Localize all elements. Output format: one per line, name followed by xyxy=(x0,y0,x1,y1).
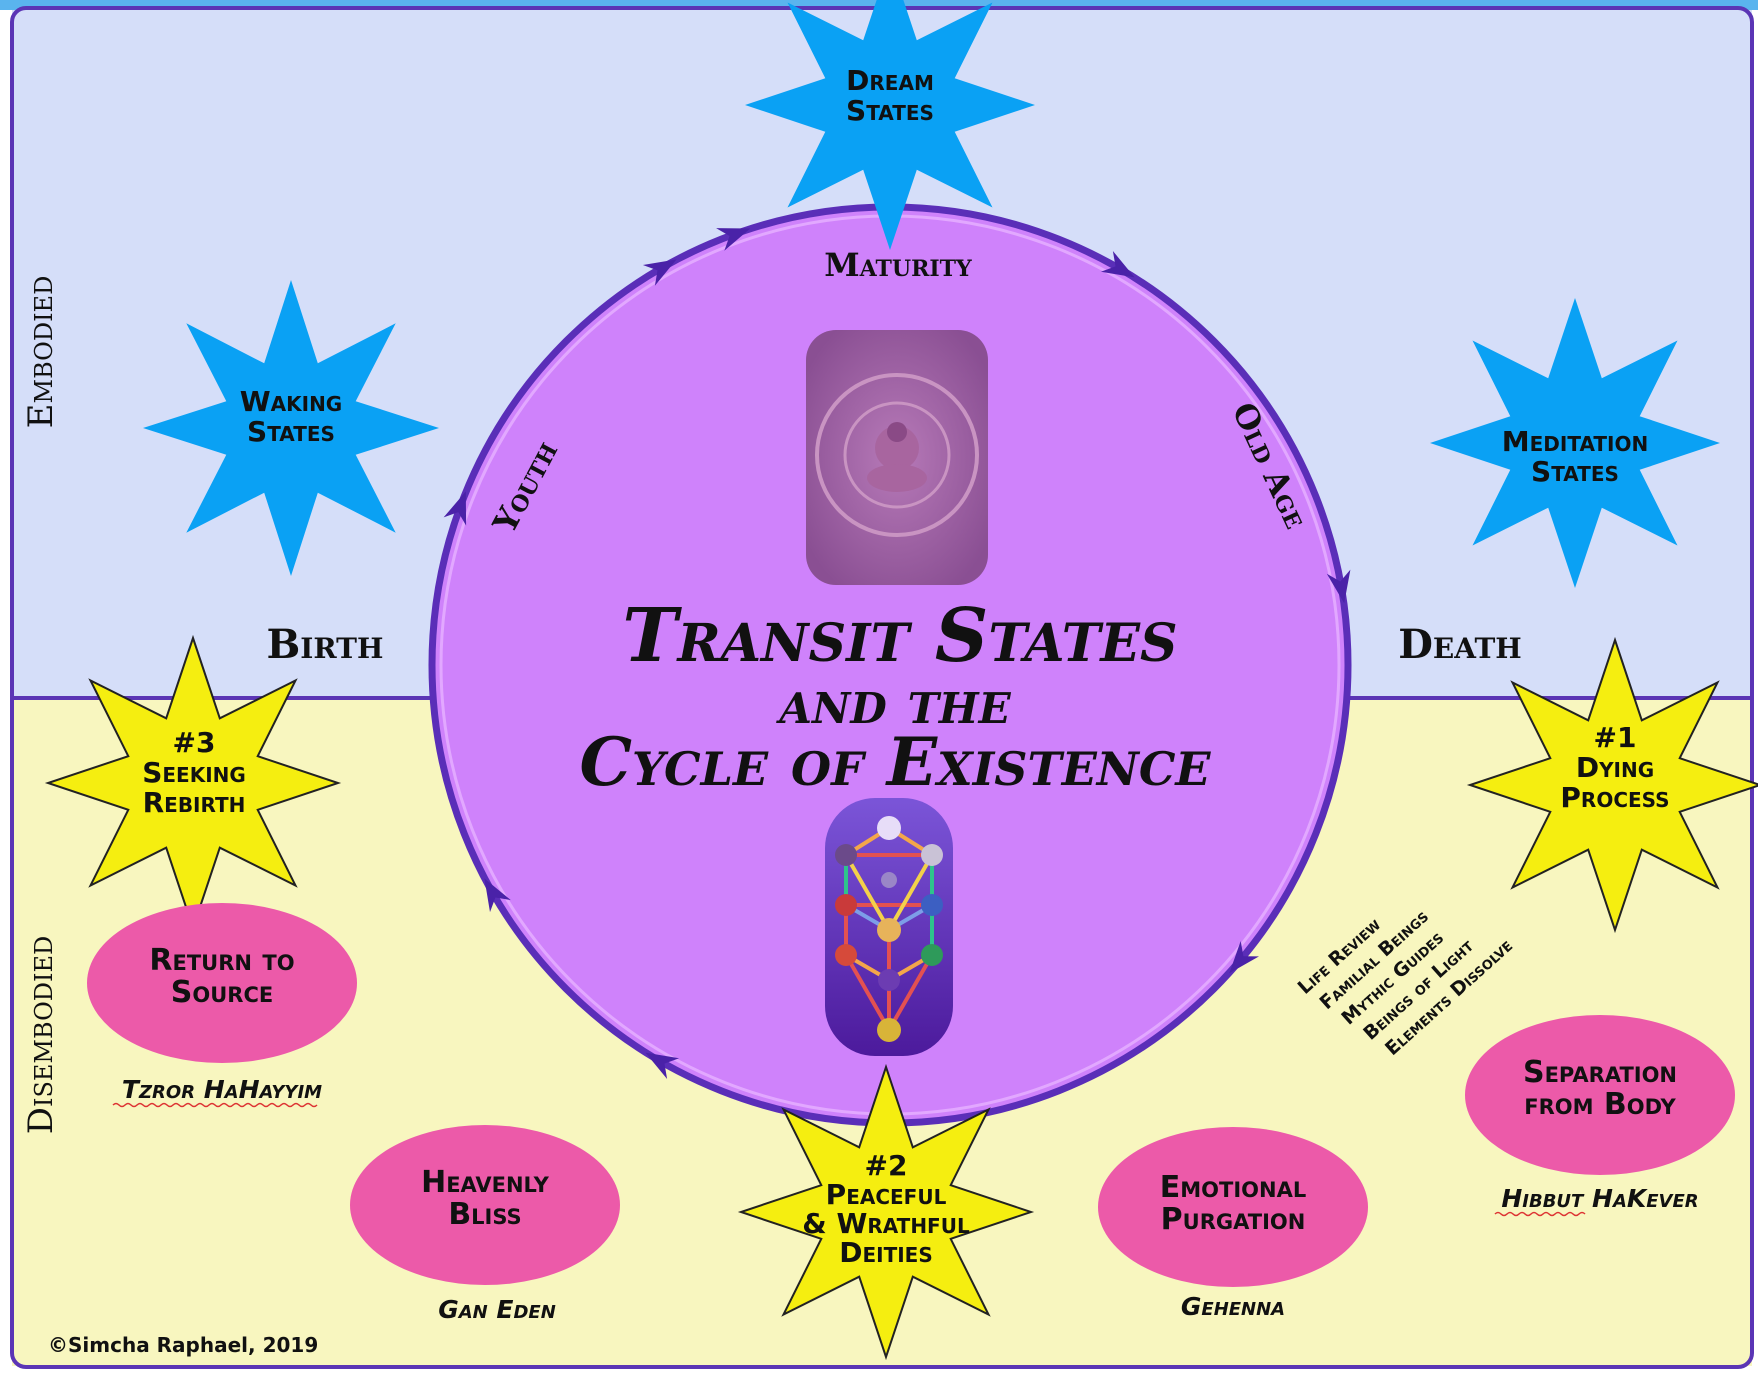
title-line-1: Transit States xyxy=(622,593,1177,679)
gan-eden-caption: Gan Eden xyxy=(438,1295,556,1324)
separation-from-body-label-2: from Body xyxy=(1524,1087,1676,1122)
deities-label-4: Deities xyxy=(839,1236,933,1269)
tzror-hahayyim-caption: Tzror HaHayyim xyxy=(122,1075,322,1104)
heavenly-bliss-label-1: Heavenly xyxy=(421,1165,550,1200)
deities-label-1: #2 xyxy=(865,1149,908,1182)
hibbut-hakever-caption: Hibbut HaKever xyxy=(1501,1184,1698,1213)
dream-states-star xyxy=(745,0,1035,250)
spell-underline-1 xyxy=(112,1102,318,1108)
seeking-rebirth-label-2: Seeking xyxy=(142,756,246,789)
heavenly-bliss-label-2: Bliss xyxy=(448,1197,521,1232)
meditation-states-label-1: Meditation xyxy=(1502,425,1648,458)
waking-states-label-2: States xyxy=(247,415,335,448)
cycle-arrowhead xyxy=(443,491,467,526)
cycle-arrowhead xyxy=(716,228,751,251)
death-label: Death xyxy=(1398,621,1522,668)
dying-process-star xyxy=(1466,636,1758,934)
gehenna-caption: Gehenna xyxy=(1181,1292,1285,1321)
emotional-purgation-label-1: Emotional xyxy=(1160,1170,1306,1205)
disembodied-label: Disembodied xyxy=(21,936,61,1135)
buddhist-mandala-image xyxy=(806,330,988,585)
waking-states-label-1: Waking xyxy=(240,385,342,418)
deities-label-3: & Wrathful xyxy=(802,1207,970,1240)
spell-underline-2 xyxy=(1494,1211,1586,1217)
deities-star xyxy=(737,1063,1035,1361)
cycle-arrowhead xyxy=(1229,941,1259,974)
copyright-text: ©Simcha Raphael, 2019 xyxy=(48,1333,318,1357)
emotional-purgation-label-2: Purgation xyxy=(1161,1202,1306,1237)
cycle-arrowhead xyxy=(484,878,511,913)
seeking-rebirth-label-3: Rebirth xyxy=(143,786,246,819)
cycle-arrowhead xyxy=(1100,251,1135,278)
meditation-states-label-2: States xyxy=(1531,455,1619,488)
waking-states-star xyxy=(143,280,439,576)
return-to-source-label-2: Source xyxy=(171,975,273,1010)
return-to-source-oval xyxy=(87,903,357,1063)
dying-process-label-3: Process xyxy=(1560,781,1669,814)
tree-of-life-image xyxy=(825,798,953,1056)
cycle-arrows xyxy=(443,228,1351,1079)
embodied-label: Embodied xyxy=(21,276,61,429)
birth-label: Birth xyxy=(267,621,384,668)
heavenly-bliss-oval xyxy=(350,1125,620,1285)
return-to-source-label-1: Return to xyxy=(149,943,294,978)
cycle-arrowhead xyxy=(645,1052,680,1079)
separation-from-body-oval xyxy=(1465,1015,1735,1175)
cycle-arrowhead xyxy=(1326,569,1351,604)
dying-process-label-2: Dying xyxy=(1576,751,1654,784)
dream-states-label-2: States xyxy=(846,94,934,127)
dying-process-label-1: #1 xyxy=(1594,721,1637,754)
title-line-3: Cycle of Existence xyxy=(579,723,1211,801)
meditation-states-star xyxy=(1430,298,1720,588)
separation-from-body-label-1: Separation xyxy=(1523,1055,1677,1090)
emotional-purgation-oval xyxy=(1098,1127,1368,1287)
maturity-label: Maturity xyxy=(824,246,972,284)
title-line-2: and the xyxy=(775,668,1011,738)
dream-states-label-1: Dream xyxy=(846,64,934,97)
seeking-rebirth-label-1: #3 xyxy=(173,726,216,759)
deities-label-2: Peaceful xyxy=(826,1178,947,1211)
cycle-arrowhead xyxy=(642,259,677,286)
